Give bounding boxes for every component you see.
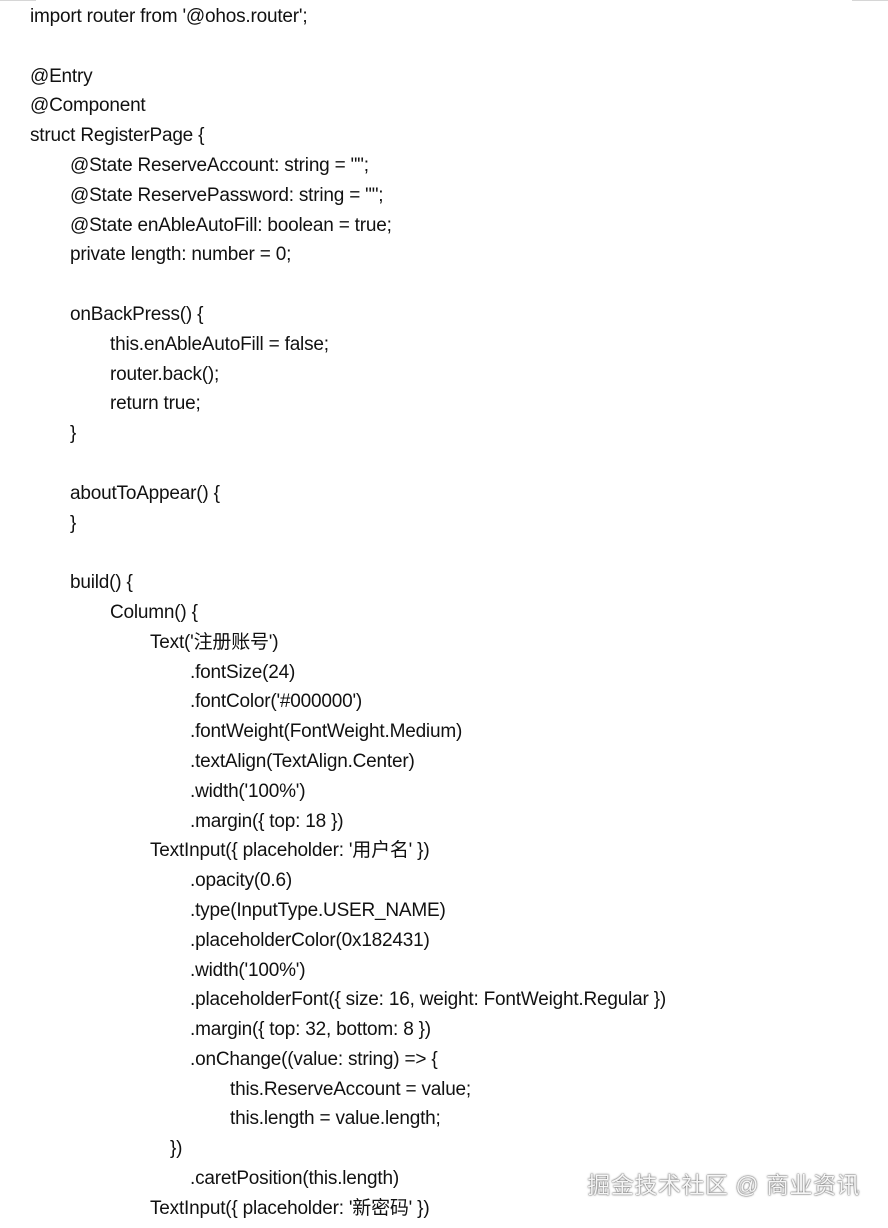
code-line bbox=[30, 270, 870, 300]
code-line: .caretPosition(this.length) bbox=[190, 1168, 399, 1190]
code-line: @Entry bbox=[30, 65, 93, 87]
code-line: } bbox=[70, 512, 77, 534]
code-line: struct RegisterPage { bbox=[30, 125, 205, 147]
code-line: .fontWeight(FontWeight.Medium) bbox=[190, 721, 463, 743]
code-line: Text('注册账号') bbox=[150, 631, 279, 653]
watermark-text: 掘金技术社区 @ 商业资讯 bbox=[587, 1172, 860, 1198]
code-line: @State ReservePassword: string = ""; bbox=[70, 184, 384, 206]
code-line: .width('100%') bbox=[190, 959, 306, 981]
code-line bbox=[30, 538, 870, 568]
code-line: this.length = value.length; bbox=[230, 1108, 441, 1130]
code-line: .fontColor('#000000') bbox=[190, 691, 363, 713]
code-line: .fontSize(24) bbox=[190, 661, 296, 683]
code-line: .width('100%') bbox=[190, 780, 306, 802]
code-line: return true; bbox=[110, 393, 201, 415]
top-border-right bbox=[852, 0, 888, 1]
code-line: .placeholderFont({ size: 16, weight: Fon… bbox=[190, 989, 666, 1011]
code-line: @State enAbleAutoFill: boolean = true; bbox=[70, 214, 392, 236]
code-line: .type(InputType.USER_NAME) bbox=[190, 899, 446, 921]
code-line: build() { bbox=[70, 572, 133, 594]
code-line: private length: number = 0; bbox=[70, 244, 292, 266]
code-line: this.enAbleAutoFill = false; bbox=[110, 333, 329, 355]
code-line: } bbox=[70, 423, 77, 445]
code-line: router.back(); bbox=[110, 363, 220, 385]
code-line: .onChange((value: string) => { bbox=[190, 1048, 438, 1070]
code-line bbox=[30, 32, 870, 62]
code-line: aboutToAppear() { bbox=[70, 482, 220, 504]
code-line: .margin({ top: 32, bottom: 8 }) bbox=[190, 1019, 431, 1041]
code-line: import router from '@ohos.router'; bbox=[30, 6, 308, 27]
code-line: }) bbox=[170, 1138, 183, 1160]
code-line: .opacity(0.6) bbox=[190, 870, 292, 892]
code-line: TextInput({ placeholder: '新密码' }) bbox=[150, 1197, 430, 1219]
code-line: .placeholderColor(0x182431) bbox=[190, 929, 430, 951]
code-line bbox=[30, 449, 870, 479]
code-line: .margin({ top: 18 }) bbox=[190, 810, 344, 832]
code-block: import router from '@ohos.router'; @Entr… bbox=[30, 2, 870, 1224]
code-line: onBackPress() { bbox=[70, 303, 204, 325]
code-line: @Component bbox=[30, 95, 146, 117]
code-line: TextInput({ placeholder: '用户名' }) bbox=[150, 840, 430, 862]
code-line: @State ReserveAccount: string = ""; bbox=[70, 154, 369, 176]
code-line: Column() { bbox=[110, 601, 198, 623]
code-line: .textAlign(TextAlign.Center) bbox=[190, 750, 415, 772]
code-line: this.ReserveAccount = value; bbox=[230, 1078, 472, 1100]
top-border-left bbox=[0, 0, 36, 1]
